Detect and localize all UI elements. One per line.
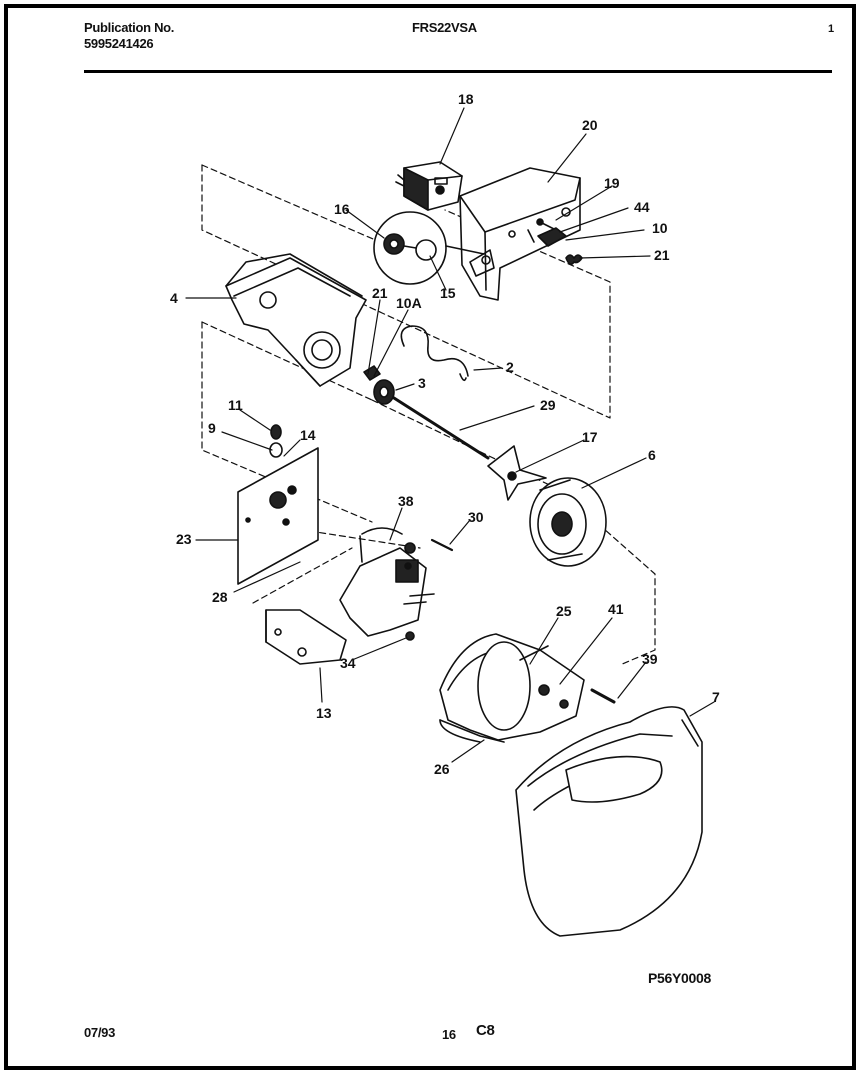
part-23-plate — [237, 447, 319, 585]
leader-lines — [185, 107, 715, 763]
header-rule — [84, 70, 832, 73]
callout-18: 18 — [458, 91, 474, 107]
callout-17: 17 — [582, 429, 598, 445]
callout-19: 19 — [604, 175, 620, 191]
model-number: FRS22VSA — [412, 20, 477, 35]
section-code: C8 — [476, 1022, 495, 1039]
part-30-screw — [430, 538, 454, 552]
part-29-rod — [392, 396, 490, 460]
callout-labels: 18 20 19 44 10 21 16 15 4 21 10A 2 3 29 … — [170, 91, 720, 777]
part-10-bracket — [527, 227, 567, 247]
part-28-pin — [404, 562, 412, 570]
part-13-cover — [265, 609, 347, 665]
callout-41: 41 — [608, 601, 624, 617]
callout-20: 20 — [582, 117, 598, 133]
part-18-switch — [395, 161, 463, 211]
page-number: 1 — [828, 23, 834, 35]
callout-34: 34 — [340, 655, 356, 671]
part-11-washer — [270, 424, 282, 440]
part-17-blade — [487, 445, 547, 501]
callout-7: 7 — [712, 689, 720, 705]
callout-6: 6 — [648, 447, 656, 463]
part-3-coupling — [373, 379, 395, 405]
part-4-housing — [225, 253, 367, 387]
callout-29: 29 — [540, 397, 556, 413]
part-39-screw — [590, 688, 616, 704]
callout-39: 39 — [642, 651, 658, 667]
callout-9: 9 — [208, 420, 216, 436]
callout-14: 14 — [300, 427, 316, 443]
callout-30: 30 — [468, 509, 484, 525]
part-38-bracket — [339, 527, 435, 641]
callout-2: 2 — [506, 359, 514, 375]
callout-10: 10 — [652, 220, 668, 236]
drawing-id: P56Y0008 — [648, 970, 711, 986]
part-25-chute — [439, 633, 585, 743]
callout-26: 26 — [434, 761, 450, 777]
part-2-wire — [400, 325, 469, 382]
callout-21-top: 21 — [654, 247, 670, 263]
callout-3: 3 — [418, 375, 426, 391]
callout-21-mid: 21 — [372, 285, 388, 301]
part-21-spring-top — [565, 254, 583, 266]
callout-38: 38 — [398, 493, 414, 509]
part-10a-connector — [363, 365, 381, 381]
callout-23: 23 — [176, 531, 192, 547]
callout-10a: 10A — [396, 295, 422, 311]
callout-16: 16 — [334, 201, 350, 217]
callout-15: 15 — [440, 285, 456, 301]
part-20-housing — [459, 167, 581, 301]
callout-4: 4 — [170, 290, 178, 306]
callout-44: 44 — [634, 199, 650, 215]
sheet-number: 16 — [442, 1027, 456, 1042]
part-7-bucket — [515, 706, 703, 937]
part-9-washer — [269, 442, 283, 458]
revision-date: 07/93 — [84, 1025, 116, 1040]
callout-11: 11 — [228, 397, 243, 413]
publication-label: Publication No. — [84, 20, 175, 35]
part-6-wheel — [529, 477, 607, 567]
callout-25: 25 — [556, 603, 572, 619]
detail-circle — [373, 211, 485, 285]
callout-28: 28 — [212, 589, 228, 605]
callout-13: 13 — [316, 705, 332, 721]
publication-number: 5995241426 — [84, 36, 154, 51]
